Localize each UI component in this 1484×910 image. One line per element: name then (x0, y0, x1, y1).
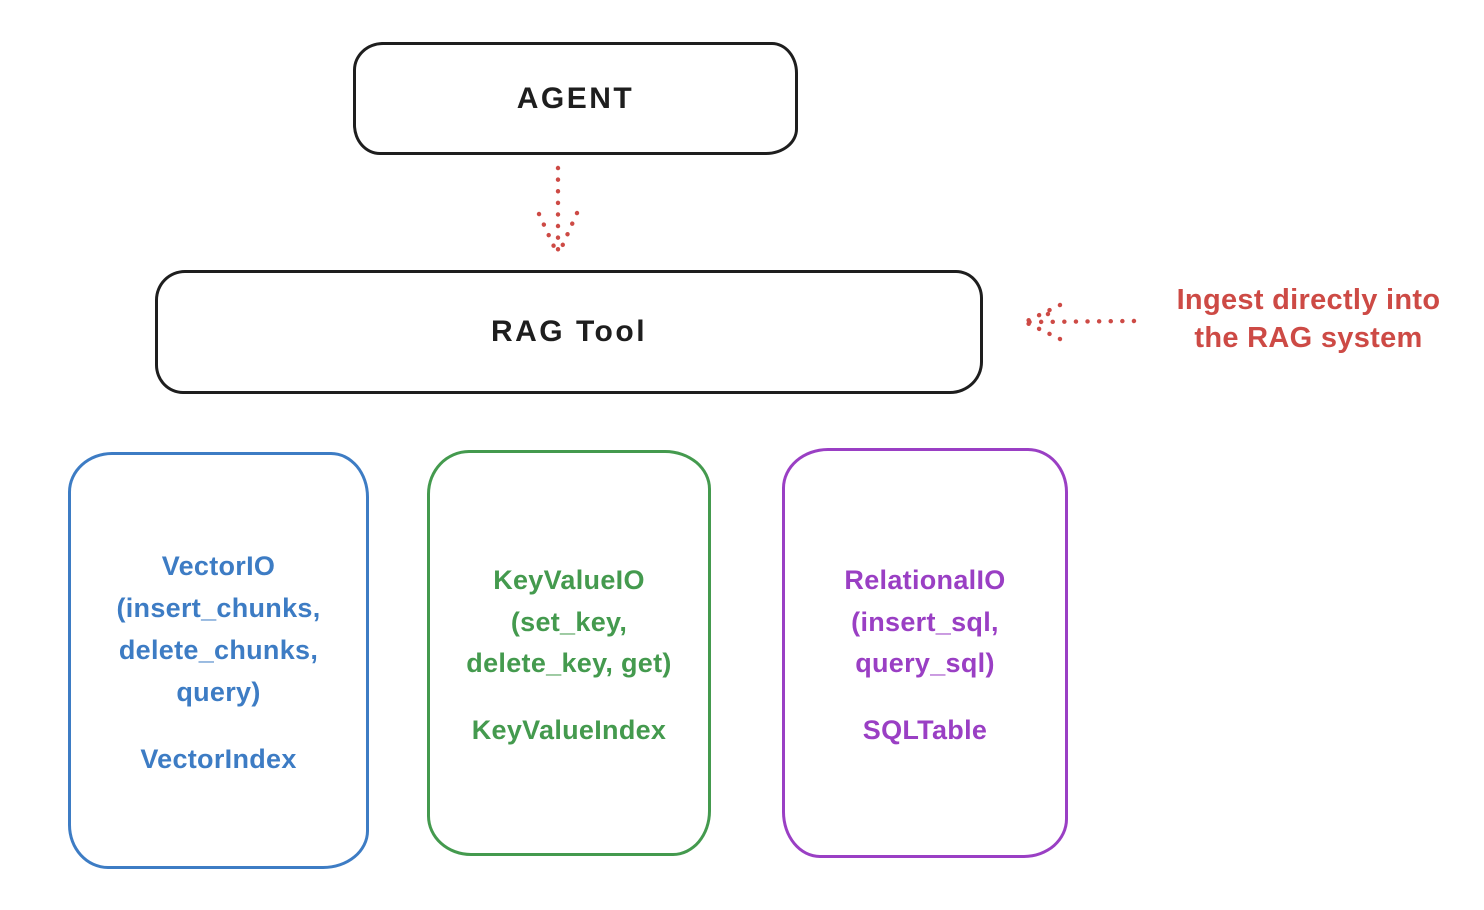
vector-io-methods: VectorIO (insert_chunks, delete_chunks, … (116, 551, 321, 707)
sql-table-label: SQLTable (862, 715, 988, 746)
relational-io-node: RelationalIO (insert_sql, query_sql) SQL… (782, 448, 1068, 858)
agent-label: AGENT (516, 81, 635, 115)
keyvalue-io-methods: KeyValueIO (set_key, delete_key, get) (466, 564, 672, 679)
rag-tool-label: RAG Tool (490, 315, 648, 348)
keyvalue-io-node: KeyValueIO (set_key, delete_key, get) Ke… (427, 450, 711, 856)
dotted-arrow-left-icon (1022, 302, 1137, 342)
vector-index-label: VectorIndex (140, 743, 297, 774)
vector-io-node: VectorIO (insert_chunks, delete_chunks, … (68, 452, 369, 869)
relational-io-methods: RelationalIO (insert_sql, query_sql) (844, 564, 1006, 679)
dotted-arrow-down-icon (536, 165, 580, 260)
agent-node: AGENT (353, 42, 798, 155)
keyvalue-index-label: KeyValueIndex (471, 715, 667, 746)
ingest-annotation: Ingest directly into the RAG system (1176, 284, 1441, 354)
rag-tool-node: RAG Tool (155, 270, 983, 394)
